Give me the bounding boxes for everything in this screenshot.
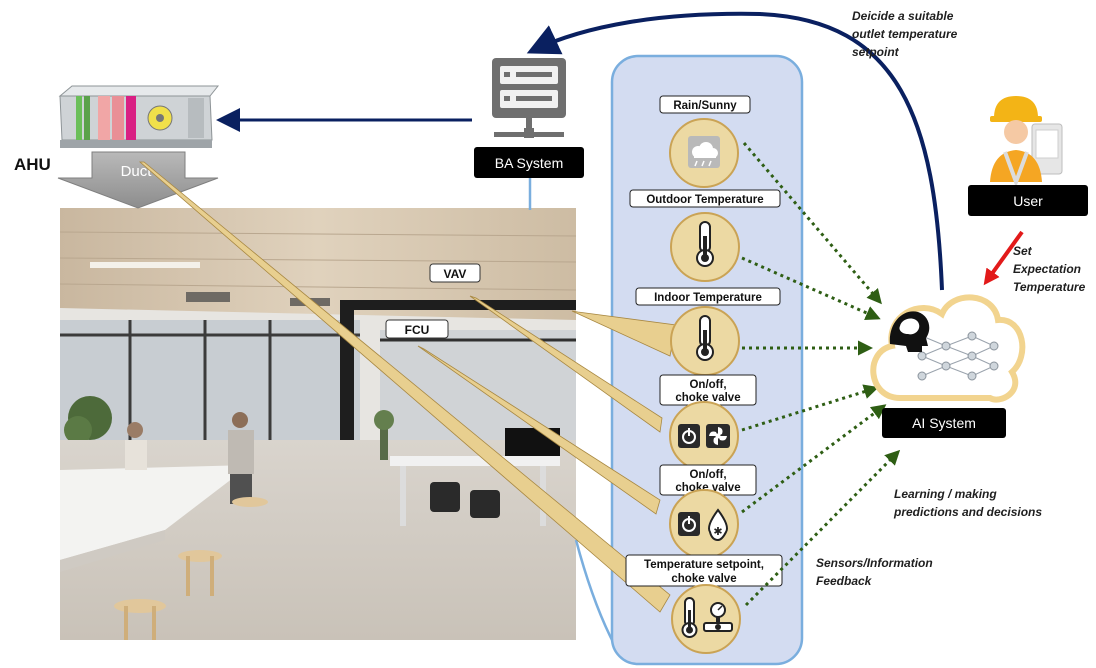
user-worker-icon	[990, 96, 1063, 188]
ai-system-label: AI System	[912, 415, 976, 431]
indoor-label: Indoor Temperature	[654, 292, 762, 304]
thermometer-icon	[681, 597, 698, 638]
rain-label-box	[659, 95, 751, 114]
outdoor-label: Outdoor Temperature	[646, 194, 763, 206]
user-to-ai-arrow	[983, 230, 1024, 286]
set-annotation-2: Expectation	[1013, 262, 1081, 276]
setpoint-label-2: choke valve	[671, 573, 736, 585]
brain-head-icon	[889, 311, 930, 352]
server-icon	[492, 58, 566, 138]
feedback-annotation-2: Feedback	[816, 574, 873, 588]
decide-annotation-2: outlet temperature	[852, 27, 958, 41]
decide-annotation-3: setpoint	[852, 45, 900, 59]
feedback-annotation-1: Sensors/Information	[816, 556, 933, 570]
ahu-label: AHU	[14, 155, 51, 174]
indoor-label-box	[635, 287, 781, 306]
rain-label: Rain/Sunny	[673, 100, 737, 112]
vav-tag-text: VAV	[444, 267, 467, 281]
fcu-control-label-1: On/off,	[689, 469, 726, 481]
set-annotation-3: Temperature	[1013, 280, 1086, 294]
ai-system-box	[882, 408, 1006, 438]
vav-control-label-2: choke valve	[675, 392, 740, 404]
thermometer-icon	[696, 221, 714, 267]
valve-gauge-icon	[703, 602, 733, 632]
fcu-tag: FCU	[385, 319, 449, 339]
water-drop-icon: ✱	[708, 508, 728, 542]
user-label: User	[1013, 193, 1043, 209]
fan-icon	[706, 424, 730, 448]
learning-annotation-1: Learning / making	[894, 487, 997, 501]
ai-to-ba-arrow	[526, 11, 944, 291]
fcu-control-label-2: choke valve	[675, 482, 740, 494]
learning-annotation-2: predictions and decisions	[893, 505, 1042, 519]
vav-control-label-1: On/off,	[689, 379, 726, 391]
ba-system-box	[474, 147, 584, 178]
outdoor-label-box	[629, 189, 781, 208]
vav-tag: VAV	[429, 263, 481, 283]
thermometer-icon	[696, 315, 714, 361]
ba-system-label: BA System	[495, 155, 563, 171]
room-to-panel-line	[574, 539, 614, 641]
svg-text:✱: ✱	[713, 525, 722, 538]
setpoint-label-1: Temperature setpoint,	[644, 559, 764, 571]
setpoint-circle	[671, 584, 741, 654]
user-box	[968, 185, 1088, 216]
office-photo	[59, 208, 577, 640]
duct-label: Duct	[121, 163, 153, 180]
duct-arrow	[57, 151, 219, 209]
callout-wedges	[138, 161, 677, 613]
sensor-feedback-arrows	[741, 142, 901, 607]
weather-icon	[688, 136, 720, 168]
fcu-tag-text: FCU	[405, 323, 430, 337]
ai-cloud-icon	[870, 294, 1026, 403]
decide-annotation-1: Deicide a suitable	[852, 9, 954, 23]
power-icon	[678, 424, 700, 448]
set-annotation-1: Set	[1013, 244, 1033, 258]
power-icon	[678, 512, 700, 536]
ahu-unit	[58, 85, 220, 148]
